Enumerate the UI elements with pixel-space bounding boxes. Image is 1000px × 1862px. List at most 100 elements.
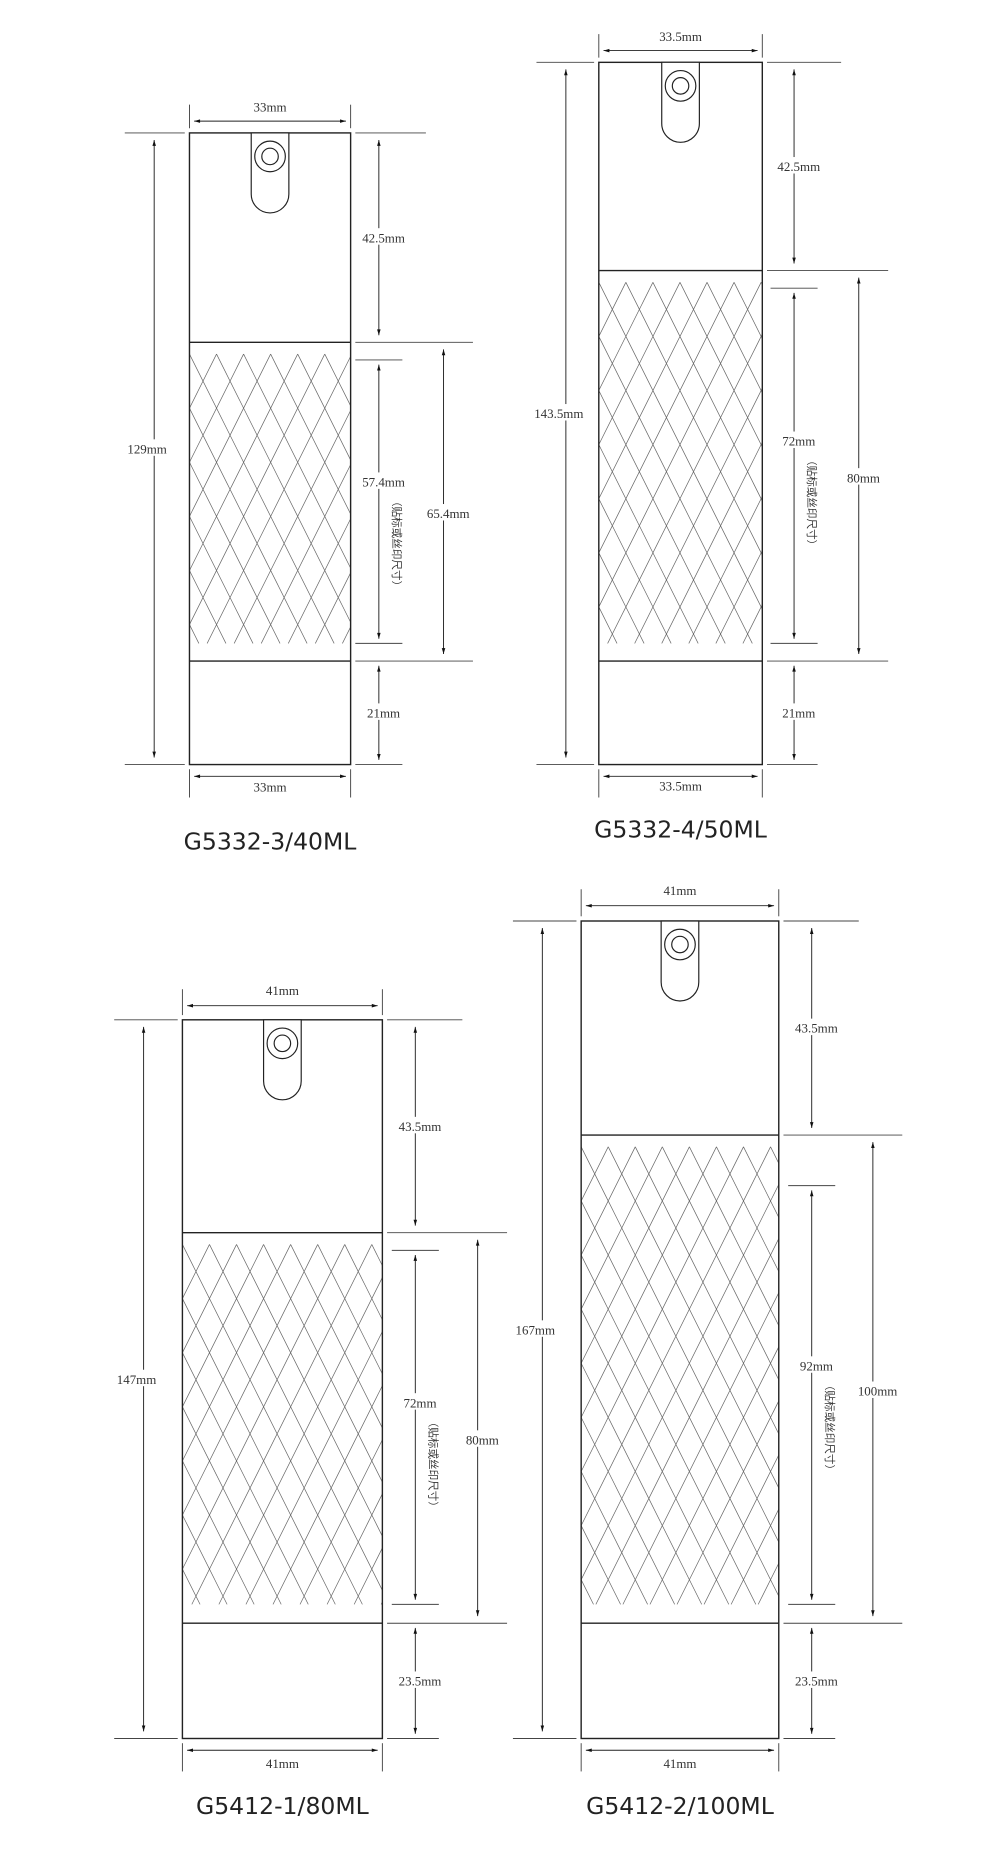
mesh-line (189, 408, 308, 644)
pump-nozzle (661, 61, 700, 143)
pump-nozzle (250, 132, 290, 214)
mesh-line (189, 353, 271, 517)
label-background (793, 1018, 840, 1036)
label-background (360, 472, 407, 489)
mesh-line (182, 1406, 282, 1605)
mesh-line (770, 1146, 780, 1164)
bottom-width-label: 33mm (254, 780, 287, 795)
mesh-line (326, 1493, 383, 1605)
mesh-line (598, 282, 654, 391)
label-background (782, 431, 816, 448)
total-height-label: 167mm (516, 1322, 556, 1337)
bottle-outline (580, 920, 780, 1740)
mesh-line (580, 1146, 717, 1418)
bottle-drawing: 33.5mm33.5mm143.5mm42.5mm72mm（贴标或丝印尺寸）80… (532, 29, 889, 843)
total-height-label: 147mm (117, 1372, 157, 1387)
print-note-label: （贴标或丝印尺寸） (390, 496, 403, 591)
mesh-line (607, 1146, 780, 1489)
mesh-line (189, 624, 200, 644)
print-note-label: （贴标或丝印尺寸） (805, 455, 818, 550)
label-background (397, 1116, 443, 1134)
pump-nozzle (660, 920, 700, 1002)
mesh-line (315, 572, 351, 644)
mesh-line (757, 1563, 780, 1605)
base-height-label: 23.5mm (795, 1674, 838, 1689)
mesh-line (189, 570, 227, 644)
mesh-line (580, 1146, 609, 1202)
mesh-line (189, 516, 254, 644)
mesh-line (182, 1244, 346, 1570)
mesh-line (580, 1146, 771, 1526)
body-height-label: 100mm (858, 1384, 898, 1399)
mesh-line (344, 1244, 383, 1320)
mesh-line (580, 1200, 780, 1597)
mesh-line (580, 1309, 730, 1605)
body-height-label: 80mm (466, 1432, 499, 1447)
nozzle-ring-icon (664, 69, 697, 102)
pump-nozzle (262, 1019, 302, 1101)
mesh-line (580, 1254, 757, 1605)
cap-height-label: 43.5mm (795, 1021, 838, 1036)
mesh-line (598, 390, 726, 644)
mesh-line (598, 498, 672, 644)
mesh-line (182, 1244, 210, 1299)
label-background (782, 703, 816, 720)
mesh-line (216, 353, 351, 623)
model-title: G5412-1/80ML (196, 1792, 369, 1820)
mesh-line (580, 1363, 703, 1605)
mesh-line (324, 353, 351, 406)
mesh-line (595, 1238, 780, 1605)
bottle-drawing: 33mm33mm129mm42.5mm57.4mm（贴标或丝印尺寸）65.4mm… (124, 100, 473, 855)
base-height-label: 23.5mm (399, 1674, 442, 1689)
label-background (367, 703, 401, 720)
mesh-line (233, 410, 351, 644)
mesh-line (189, 353, 217, 409)
total-height-label: 129mm (127, 441, 167, 456)
mesh-line (182, 1352, 309, 1605)
mesh-line (263, 1244, 383, 1483)
nozzle-ring-icon (664, 928, 696, 961)
label-background (515, 1320, 555, 1337)
mesh-line (580, 1146, 780, 1543)
mesh-line (716, 1146, 780, 1272)
diamond-mesh-pattern (598, 282, 763, 644)
mesh-line (679, 282, 763, 448)
top-width-label: 41mm (266, 983, 299, 998)
print-area-label: 72mm (403, 1395, 436, 1410)
mesh-line (598, 282, 762, 608)
mesh-line (580, 1525, 621, 1605)
mesh-line (598, 606, 618, 644)
mesh-line (189, 353, 244, 463)
mesh-line (580, 1146, 744, 1472)
nozzle-hole-icon (273, 1034, 292, 1053)
label-background (360, 228, 407, 245)
mesh-line (688, 496, 763, 644)
mesh-line (182, 1244, 237, 1353)
mesh-line (243, 353, 351, 569)
nozzle-hole-icon (671, 935, 689, 954)
mesh-line (598, 336, 753, 644)
print-area-label: 57.4mm (362, 475, 405, 490)
mesh-line (598, 282, 681, 445)
label-background (465, 1430, 499, 1447)
mesh-line (236, 1244, 383, 1537)
label-background (793, 1671, 840, 1688)
mesh-line (317, 1244, 383, 1375)
mesh-line (622, 1292, 780, 1605)
body-height-label: 65.4mm (427, 506, 470, 521)
nozzle-ring-icon (266, 1027, 299, 1060)
mesh-line (580, 1471, 648, 1605)
bottle-drawing: 41mm41mm167mm43.5mm92mm（贴标或丝印尺寸）100mm23.… (512, 883, 903, 1820)
mesh-line (342, 626, 351, 644)
mesh-line (598, 282, 627, 337)
mesh-line (218, 1277, 383, 1605)
mesh-line (290, 1244, 383, 1429)
mesh-line (353, 1547, 383, 1605)
mesh-line (580, 1146, 663, 1310)
top-width-label: 41mm (663, 883, 696, 898)
label-background (775, 157, 822, 174)
mesh-line (676, 1400, 780, 1605)
mesh-line (209, 1244, 383, 1591)
nozzle-hole-icon (261, 147, 279, 166)
